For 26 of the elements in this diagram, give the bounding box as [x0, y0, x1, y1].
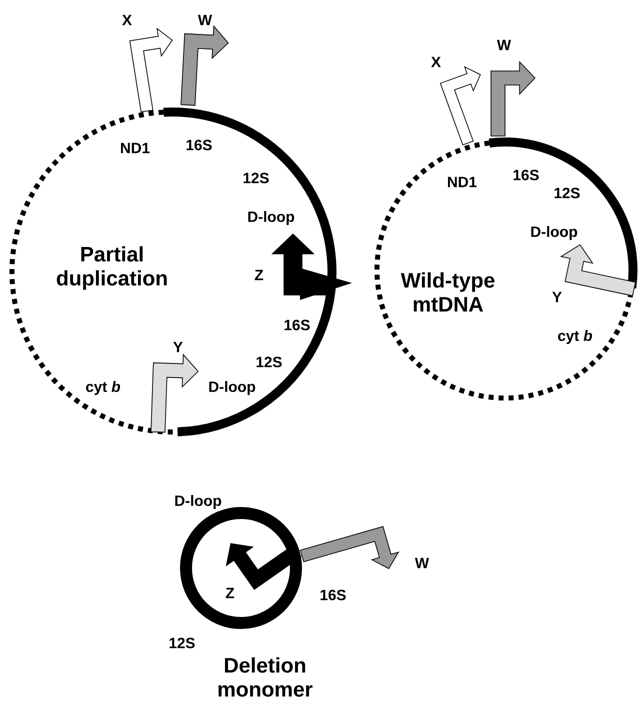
gene-label: Z — [226, 588, 234, 598]
gene-label: Z — [254, 270, 264, 280]
gene-label: 16S — [320, 590, 346, 600]
gene-label: W — [496, 40, 512, 50]
gene-label: X — [122, 14, 132, 26]
node-label: Deletion monomer — [218, 657, 313, 697]
gene-label: 16S — [284, 320, 310, 330]
gene-label: X — [431, 56, 441, 68]
gene-label: 12S — [170, 638, 195, 648]
gene-label: W — [198, 14, 212, 26]
gene-label: D-loop — [209, 381, 256, 395]
gene-label: 16S — [514, 170, 539, 180]
gene-label: D-loop — [531, 226, 578, 240]
gene-label: D-loop — [248, 211, 294, 225]
gene-label: 12S — [256, 356, 282, 368]
gene-label: Y — [173, 342, 183, 352]
gene-label: cyt b — [86, 381, 120, 395]
gene-label: 12S — [244, 172, 269, 184]
gene-label: 16S — [186, 140, 212, 150]
gene-label: ND1 — [121, 142, 150, 154]
gene-label: ND1 — [448, 176, 477, 188]
gene-label: 12S — [554, 188, 580, 198]
gene-label: W — [414, 558, 430, 568]
gene-label: cyt b — [558, 330, 592, 344]
gene-label: D-loop — [175, 495, 222, 509]
gene-label: Y — [552, 292, 562, 302]
